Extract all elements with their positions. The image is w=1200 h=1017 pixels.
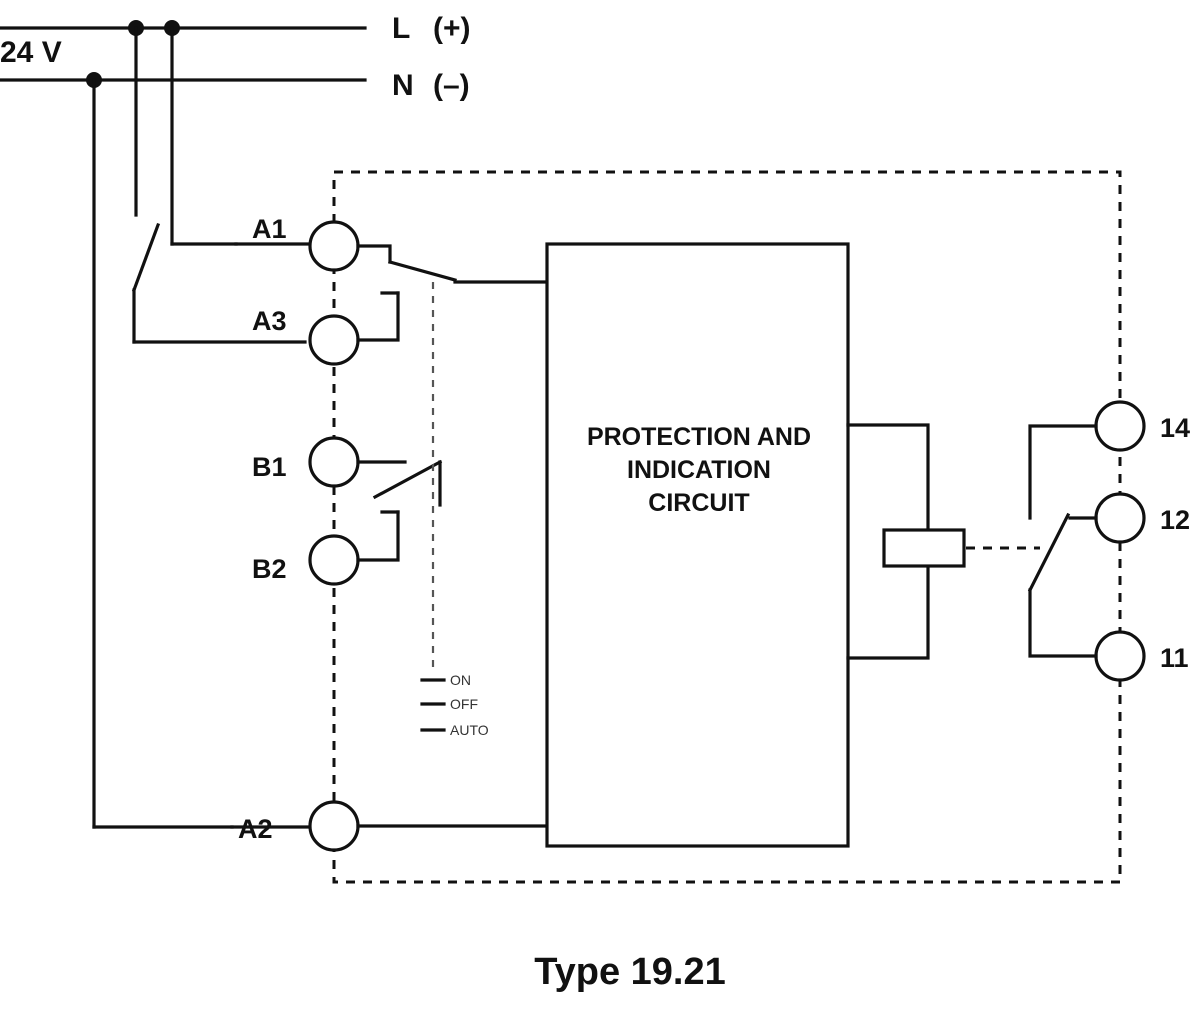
wire-block-to-coil-bottom — [846, 564, 930, 660]
terminal-12 — [1094, 492, 1146, 544]
external-switch-blade — [131, 222, 161, 293]
relay-coil — [882, 528, 966, 568]
b-contact-blade — [372, 459, 443, 500]
wire-b2-internal — [356, 510, 400, 562]
terminal-14 — [1094, 400, 1146, 452]
terminal-12-label: 12 — [1160, 505, 1190, 535]
mode-switch-off: OFF — [450, 696, 478, 712]
line-n-label: N — [392, 69, 414, 102]
wire-block-to-coil-top — [846, 423, 930, 532]
terminal-a3-label: A3 — [252, 306, 287, 336]
terminal-b2 — [308, 534, 360, 586]
terminal-a1-label: A1 — [252, 214, 287, 244]
terminal-a2 — [308, 800, 360, 852]
diagram-caption: Type 19.21 — [534, 951, 726, 993]
circuit-block-line-3: CIRCUIT — [648, 489, 749, 517]
terminal-b1 — [308, 436, 360, 488]
selector-switch-blade — [388, 260, 457, 282]
wire-a1-internal — [356, 244, 392, 264]
terminal-11 — [1094, 630, 1146, 682]
wire-14-internal — [1028, 424, 1098, 520]
mode-switch-auto: AUTO — [450, 722, 489, 738]
terminal-14-label: 14 — [1160, 413, 1190, 443]
terminal-a2-label: A2 — [238, 814, 273, 844]
line-n-polarity: (–) — [433, 69, 470, 102]
terminal-a3 — [308, 314, 360, 366]
line-l-label: L — [392, 12, 410, 45]
terminal-11-label: 11 — [1160, 643, 1189, 673]
protection-circuit-block — [545, 242, 850, 848]
circuit-block-line-2: INDICATION — [627, 456, 771, 484]
output-contact-blade — [1027, 512, 1071, 593]
mode-switch-on: ON — [450, 672, 471, 688]
line-l-polarity: (+) — [433, 12, 471, 45]
terminal-b2-label: B2 — [252, 554, 287, 584]
wire-a3-internal — [356, 291, 400, 342]
terminal-a1 — [308, 220, 360, 272]
supply-voltage-label: 24 V — [0, 36, 62, 69]
circuit-block-line-1: PROTECTION AND — [587, 423, 811, 451]
wire-11-internal — [1028, 588, 1098, 658]
terminal-b1-label: B1 — [252, 452, 287, 482]
